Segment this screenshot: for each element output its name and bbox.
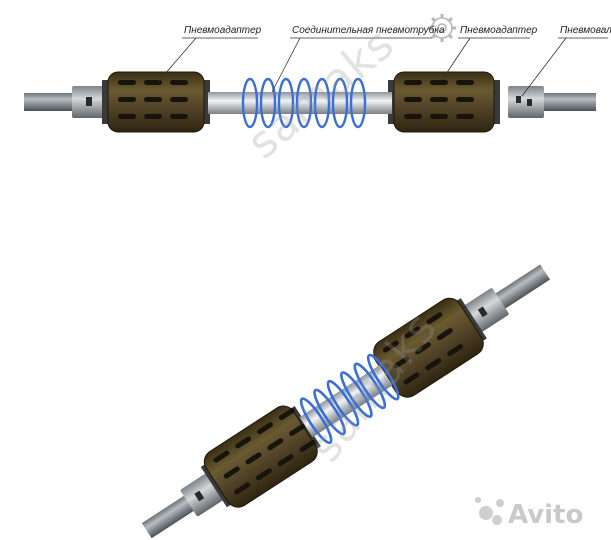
spring-coil xyxy=(295,77,313,129)
gear-tooth xyxy=(448,17,453,22)
label-connecting-tube: Соединительная пневмотрубка xyxy=(292,25,445,36)
roller-slot xyxy=(404,114,422,119)
gear-tooth xyxy=(448,34,453,39)
roller-slot xyxy=(170,114,188,119)
roller-slot xyxy=(404,80,422,85)
roller-slot xyxy=(430,114,448,119)
roller-slot xyxy=(144,80,162,85)
roller-slot xyxy=(245,452,262,465)
roller-slot xyxy=(255,468,272,481)
roller-slot xyxy=(456,97,474,102)
roller-slot xyxy=(235,436,252,449)
roller-slot xyxy=(257,422,273,435)
spring-coil xyxy=(366,353,400,401)
roller-slot xyxy=(403,372,420,385)
brand-watermark: Avito xyxy=(508,500,584,530)
adapter-roller-lower xyxy=(203,405,318,508)
roller-slot xyxy=(223,466,240,479)
roller-slot xyxy=(447,344,464,357)
roller-slot xyxy=(430,80,448,85)
roller-slot xyxy=(144,97,162,102)
spring-bottom xyxy=(299,353,400,445)
brand-logo-icon xyxy=(475,497,504,525)
spring-coil xyxy=(299,397,333,445)
top-assembly xyxy=(24,71,596,133)
roller-slot xyxy=(234,482,251,495)
roller-slot xyxy=(456,114,474,119)
roller-slot xyxy=(277,454,294,467)
spring-coil xyxy=(353,362,387,410)
gear-tooth xyxy=(431,34,436,39)
roller-slot xyxy=(289,423,306,437)
roller-slot xyxy=(436,328,453,341)
roller-slot xyxy=(118,97,136,102)
roller-slot xyxy=(404,326,421,339)
roller-slot xyxy=(382,340,399,353)
end-cap-right xyxy=(508,86,544,118)
label-shaft: Пневмовал xyxy=(560,25,611,36)
spring-coil xyxy=(331,77,349,129)
bottom-assembly xyxy=(141,264,550,539)
roller-slot xyxy=(415,342,431,355)
label-adapter-right: Пневмоадаптер xyxy=(460,25,538,36)
roller-slot xyxy=(425,358,442,371)
spring-coil xyxy=(259,77,277,129)
spring-coil xyxy=(349,77,367,129)
spring-coil xyxy=(277,77,295,129)
roller-slot xyxy=(118,80,136,85)
spring-coil xyxy=(241,77,259,129)
label-adapter-left: Пневмоадаптер xyxy=(184,25,262,36)
spring-coil xyxy=(313,77,331,129)
roller-slot xyxy=(299,439,316,453)
roller-slot xyxy=(456,80,474,85)
spring-coil xyxy=(340,371,373,418)
roller-slot xyxy=(430,97,448,102)
shaft-end-right xyxy=(540,93,596,111)
gear-tooth xyxy=(431,17,436,22)
spring-coil xyxy=(326,379,360,427)
spring-coil xyxy=(313,388,346,436)
roller-slot xyxy=(404,97,422,102)
roller-slot xyxy=(118,114,136,119)
spring-top xyxy=(241,77,367,129)
shaft-end-lower xyxy=(141,490,202,539)
roller-slot xyxy=(144,114,162,119)
shaft-end-upper xyxy=(489,264,550,313)
roller-slot xyxy=(170,97,188,102)
roller-slot xyxy=(426,312,443,325)
roller-slot xyxy=(170,80,188,85)
roller-slot xyxy=(213,450,230,463)
roller-slot xyxy=(267,438,284,451)
roller-slot xyxy=(278,408,295,421)
shaft-end-left xyxy=(24,93,80,111)
callout-lines xyxy=(157,37,608,97)
roller-slot xyxy=(393,356,410,369)
